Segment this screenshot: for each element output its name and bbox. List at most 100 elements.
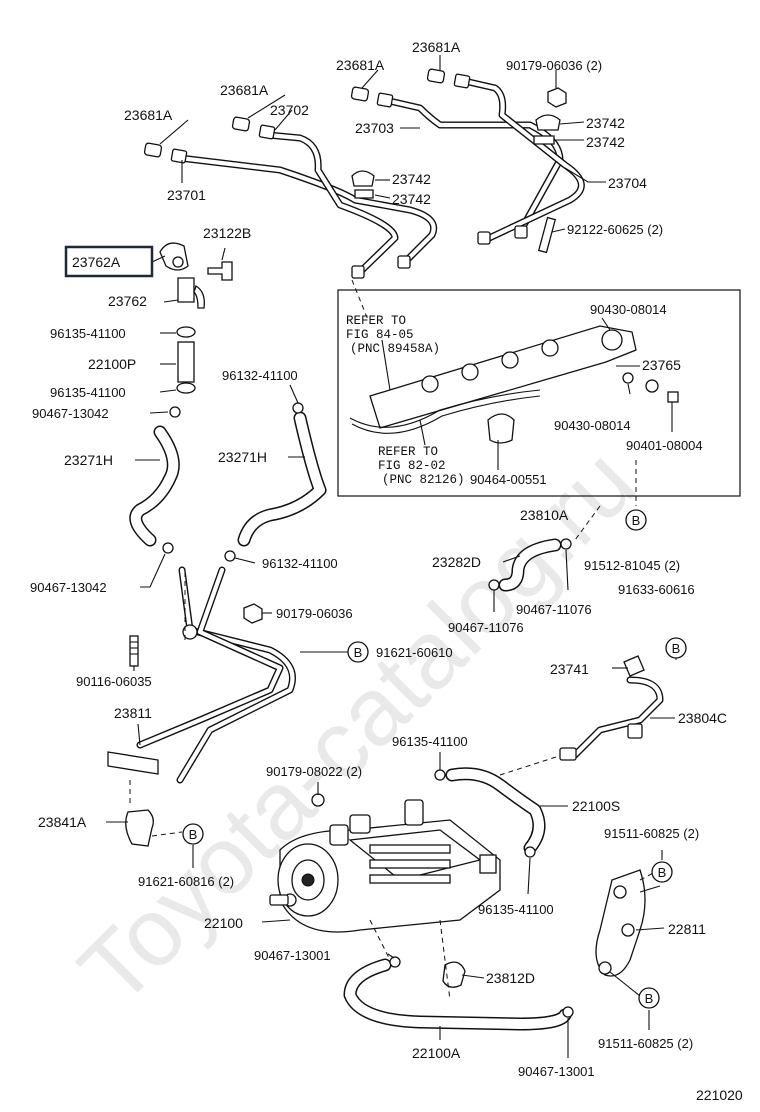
label-90179-06036: 90179-06036 (276, 606, 353, 621)
refer-note-fig-82-02: REFER TO FIG 82-02 (PNC 82126) (378, 445, 465, 487)
hose-23271H-left (129, 425, 180, 547)
stud-90116 (129, 635, 139, 667)
label-90179-08022: 90179-08022 (2) (266, 764, 362, 779)
label-90116: 90116-06035 (76, 674, 152, 689)
svg-text:(PNC 82126): (PNC 82126) (382, 473, 465, 487)
nut-90179 (547, 87, 567, 108)
b-marker-2: B (347, 641, 369, 663)
b-marker-5: B (651, 861, 673, 883)
rail-detail-box (337, 289, 741, 497)
gasket-23765 (645, 379, 659, 393)
label-23841A: 23841A (38, 814, 87, 830)
label-23271H-2: 23271H (218, 449, 267, 465)
nut-90179-08022 (311, 793, 325, 807)
label-23703: 23703 (355, 120, 394, 136)
pipe-nuts (143, 68, 528, 279)
label-90467-11076-a: 90467-11076 (516, 602, 592, 617)
hose-23271H-right (237, 411, 327, 547)
label-22811: 22811 (668, 921, 706, 937)
highlight-box-23762A (64, 245, 154, 278)
b-marker-4: B (182, 823, 204, 845)
label-23702: 23702 (270, 102, 309, 118)
label-23681A-3: 23681A (336, 57, 385, 73)
label-23765: 23765 (642, 357, 681, 373)
label-96135-d: 96135-41100 (478, 902, 554, 917)
svg-text:B: B (354, 645, 363, 660)
label-91621-60816: 91621-60816 (2) (138, 874, 234, 889)
pipe-clamps (351, 114, 561, 199)
leader-lines (106, 55, 675, 1058)
label-22100: 22100 (204, 915, 243, 931)
label-23762A: 23762A (72, 254, 121, 270)
svg-text:(PNC 89458A): (PNC 89458A) (350, 342, 440, 356)
svg-text:B: B (645, 991, 654, 1006)
svg-text:REFER TO: REFER TO (378, 445, 438, 459)
fitting-23812D (442, 961, 466, 988)
bolt-90401 (667, 391, 679, 403)
label-23271H-1: 23271H (64, 452, 113, 468)
label-91621-60610: 91621-60610 (376, 645, 453, 660)
label-23742-1: 23742 (586, 115, 625, 131)
label-23810A: 23810A (520, 507, 569, 523)
label-91633: 91633-60616 (618, 582, 695, 597)
label-91511-a: 91511-60825 (2) (604, 826, 699, 841)
label-90179-06036-2: 90179-06036 (2) (506, 58, 602, 73)
label-90467-13001-a: 90467-13001 (254, 948, 331, 963)
label-23804C: 23804C (678, 710, 727, 726)
stud-bolt-92122 (537, 216, 557, 254)
label-90467-13001-b: 90467-13001 (518, 1064, 595, 1079)
label-23701: 23701 (167, 187, 206, 203)
injection-pump-22100 (269, 799, 501, 933)
label-23122B: 23122B (203, 225, 251, 241)
label-22100A: 22100A (412, 1045, 461, 1061)
label-23742-3: 23742 (392, 171, 431, 187)
svg-text:B: B (189, 827, 198, 842)
b-marker-3: B (665, 637, 687, 659)
hose-23282D (498, 538, 562, 592)
label-90467-13042-a: 90467-13042 (32, 406, 109, 421)
label-90430-a: 90430-08014 (590, 302, 667, 317)
injection-pipes (176, 76, 585, 276)
svg-text:B: B (658, 865, 667, 880)
clip-96132-b (224, 550, 236, 562)
label-23742-4: 23742 (392, 191, 431, 207)
label-96132-a: 96132-41100 (222, 368, 298, 383)
label-23681A-2: 23681A (220, 82, 269, 98)
label-96135-a: 96135-41100 (50, 326, 126, 341)
label-23704: 23704 (608, 175, 647, 191)
common-rail-23810A (349, 325, 637, 434)
svg-text:FIG 84-05: FIG 84-05 (346, 328, 414, 342)
label-92122: 92122-60625 (2) (567, 222, 663, 237)
label-23741: 23741 (550, 661, 589, 677)
bracket-23841A (125, 809, 154, 847)
bracket-22811 (595, 869, 646, 977)
label-23742-2: 23742 (586, 134, 625, 150)
clip-90467-b (162, 542, 174, 554)
pipe-23804C (559, 655, 664, 761)
label-90401: 90401-08004 (626, 438, 703, 453)
label-23811: 23811 (114, 705, 152, 721)
label-96132-b: 96132-41100 (262, 556, 338, 571)
label-22100P: 22100P (88, 356, 136, 372)
callout-labels: 23681A 23681A 23681A 23681A 90179-06036 … (30, 39, 743, 1103)
left-fittings (159, 242, 233, 418)
label-22100S: 22100S (572, 798, 620, 814)
label-90430-b: 90430-08014 (554, 418, 631, 433)
nut-90179-06036 (243, 603, 263, 624)
diagram-number: 221020 (696, 1087, 743, 1103)
label-23282D: 23282D (432, 554, 481, 570)
label-96135-b: 96135-41100 (50, 385, 126, 400)
label-96135-c: 96135-41100 (392, 734, 468, 749)
label-91512: 91512-81045 (2) (584, 558, 680, 573)
label-23762: 23762 (108, 293, 147, 309)
clamp-90464 (487, 413, 515, 444)
refer-note-fig-84-05: REFER TO FIG 84-05 (PNC 89458A) (346, 314, 440, 356)
label-23812D: 23812D (486, 970, 535, 986)
label-90467-13042-b: 90467-13042 (30, 580, 107, 595)
svg-text:FIG 82-02: FIG 82-02 (378, 459, 446, 473)
b-marker-6: B (638, 987, 660, 1009)
svg-text:REFER TO: REFER TO (346, 314, 406, 328)
clip-96132-a (292, 402, 304, 414)
